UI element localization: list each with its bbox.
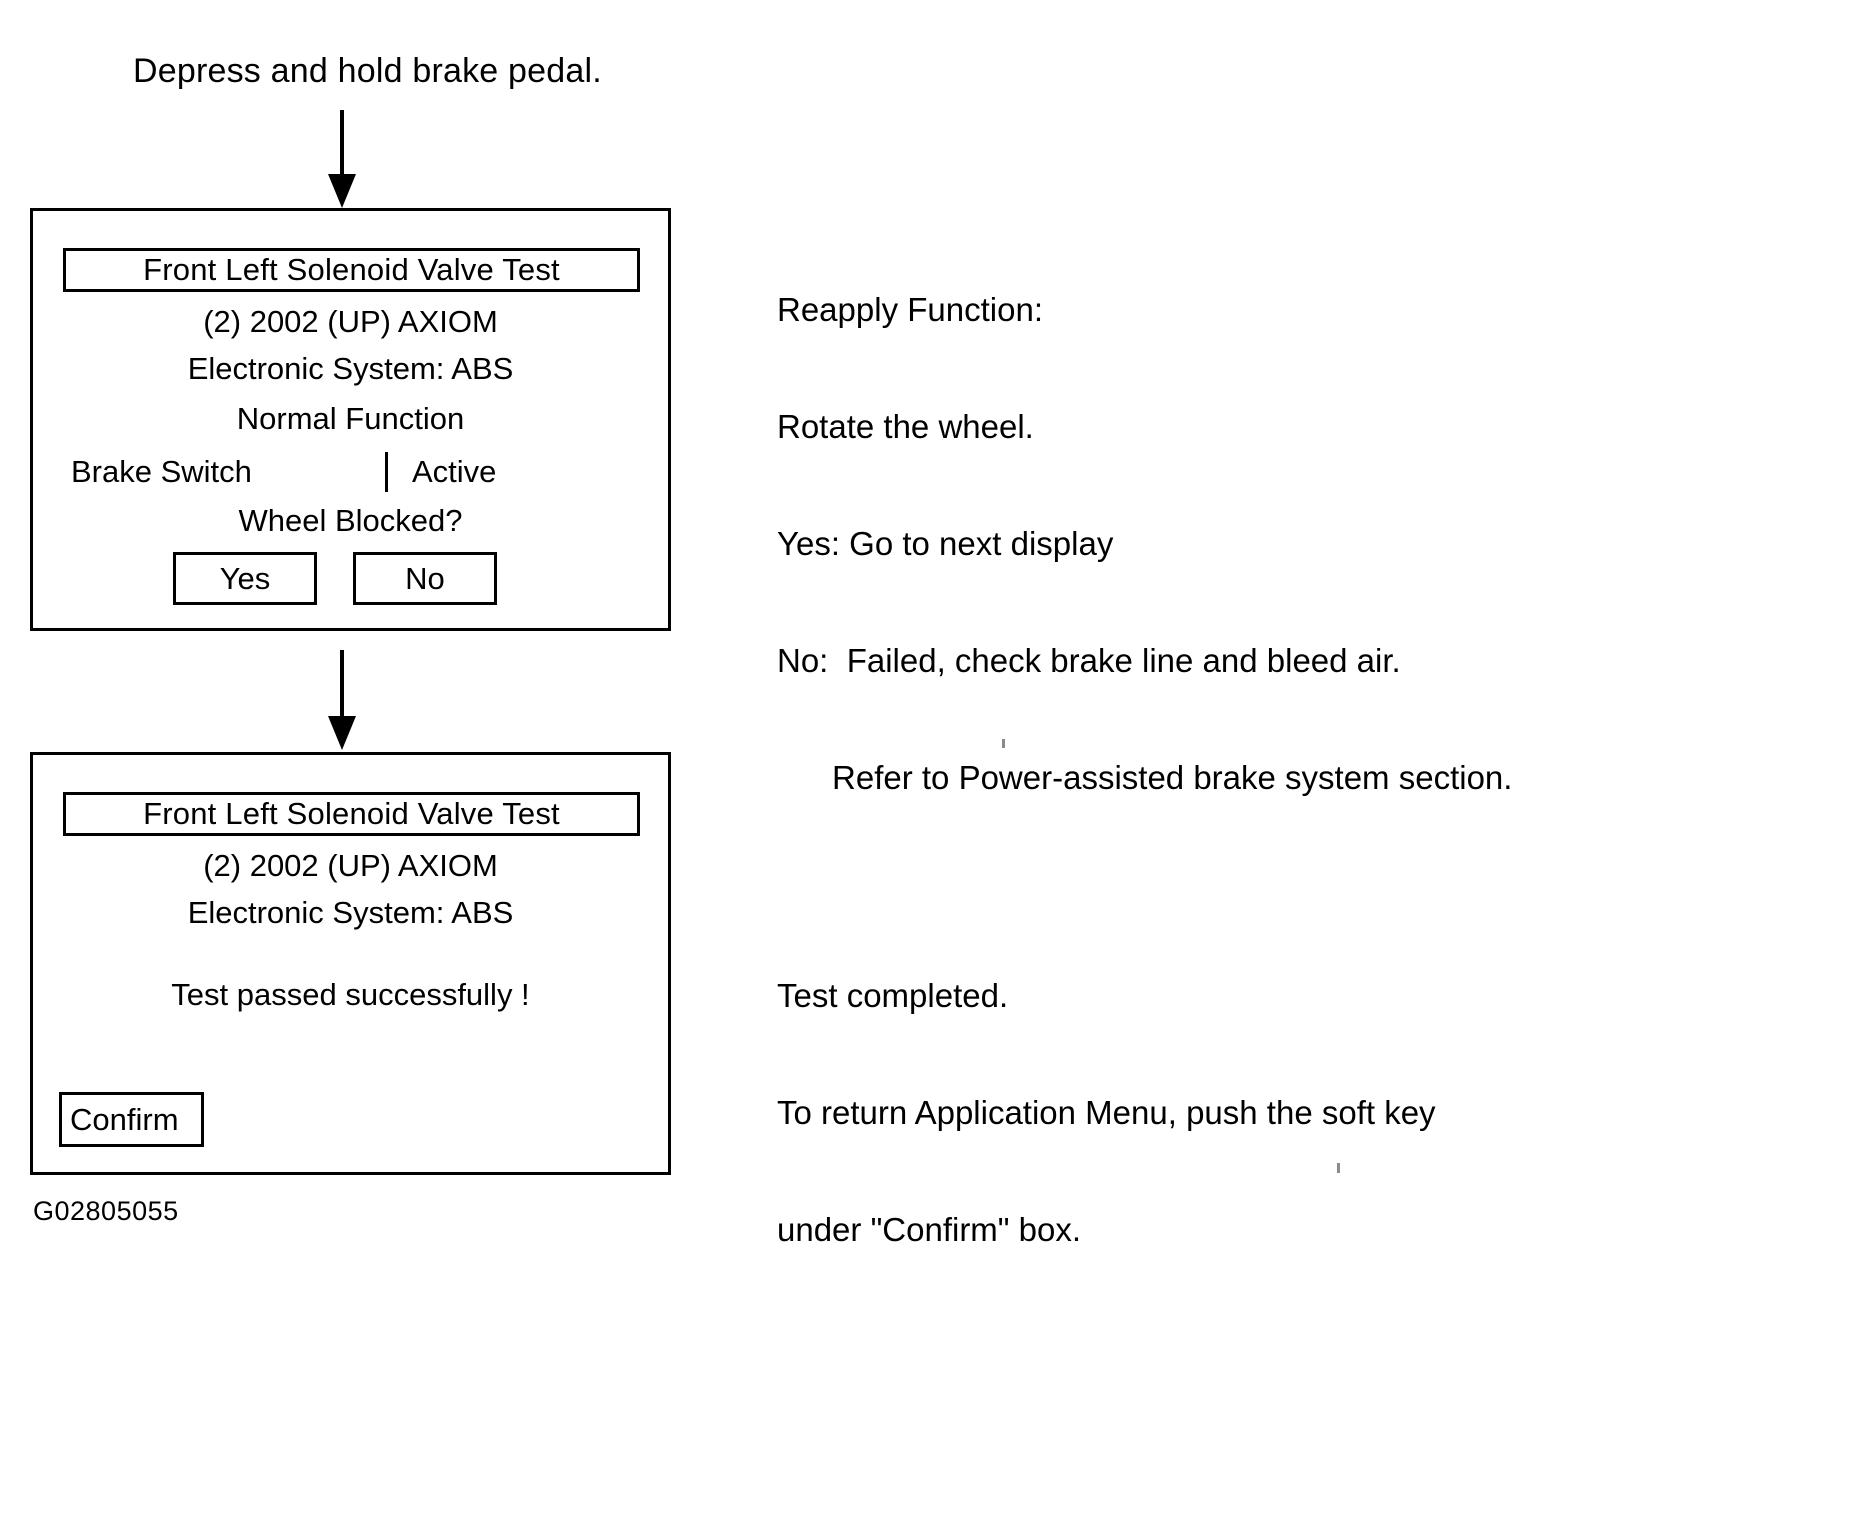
electronic-system-line: Electronic System: ABS (187, 895, 514, 930)
scan-speck (1337, 1163, 1340, 1173)
yes-button[interactable]: Yes (173, 552, 317, 605)
arrow-shaft (340, 650, 344, 718)
down-arrow-icon (328, 650, 356, 750)
note-line: Test completed. (777, 977, 1009, 1014)
vehicle-line: (2) 2002 (UP) AXIOM (203, 848, 498, 883)
note-line: under "Confirm" box. (777, 1211, 1082, 1248)
arrow-head (328, 716, 356, 750)
no-button[interactable]: No (353, 552, 497, 605)
note-line: Rotate the wheel. (777, 408, 1034, 445)
note-line: Reapply Function: (777, 291, 1043, 328)
note-line: To return Application Menu, push the sof… (777, 1094, 1436, 1131)
screen-title-bar: Front Left Solenoid Valve Test (63, 792, 640, 836)
confirm-button[interactable]: Confirm (59, 1092, 204, 1147)
scan-tool-screen-result: Front Left Solenoid Valve Test (2) 2002 … (30, 752, 671, 1175)
vehicle-line: (2) 2002 (UP) AXIOM (203, 304, 498, 339)
column-divider (385, 452, 388, 492)
function-status-line: Normal Function (236, 401, 465, 436)
brake-switch-value: Active (412, 454, 497, 489)
note-line: Yes: Go to next display (777, 525, 1114, 562)
test-result-line: Test passed successfully ! (171, 977, 530, 1012)
arrow-shaft (340, 110, 344, 176)
down-arrow-icon (328, 110, 356, 208)
brake-switch-label: Brake Switch (71, 454, 252, 489)
arrow-head (328, 174, 356, 208)
scan-speck (1002, 739, 1005, 748)
note-line: No: Failed, check brake line and bleed a… (777, 642, 1401, 679)
note-line: Refer to Power-assisted brake system sec… (777, 759, 1513, 796)
top-instruction-text: Depress and hold brake pedal. (133, 52, 602, 90)
brake-switch-row: Brake Switch Active (33, 452, 668, 492)
figure-id-label: G02805055 (33, 1196, 179, 1226)
screen-title-bar: Front Left Solenoid Valve Test (63, 248, 640, 292)
reapply-function-note: Reapply Function: Rotate the wheel. Yes:… (777, 212, 1512, 875)
test-completed-note: Test completed. To return Application Me… (777, 898, 1436, 1327)
electronic-system-line: Electronic System: ABS (187, 351, 514, 386)
wheel-blocked-question: Wheel Blocked? (238, 503, 463, 538)
scan-tool-screen-prompt: Front Left Solenoid Valve Test (2) 2002 … (30, 208, 671, 631)
